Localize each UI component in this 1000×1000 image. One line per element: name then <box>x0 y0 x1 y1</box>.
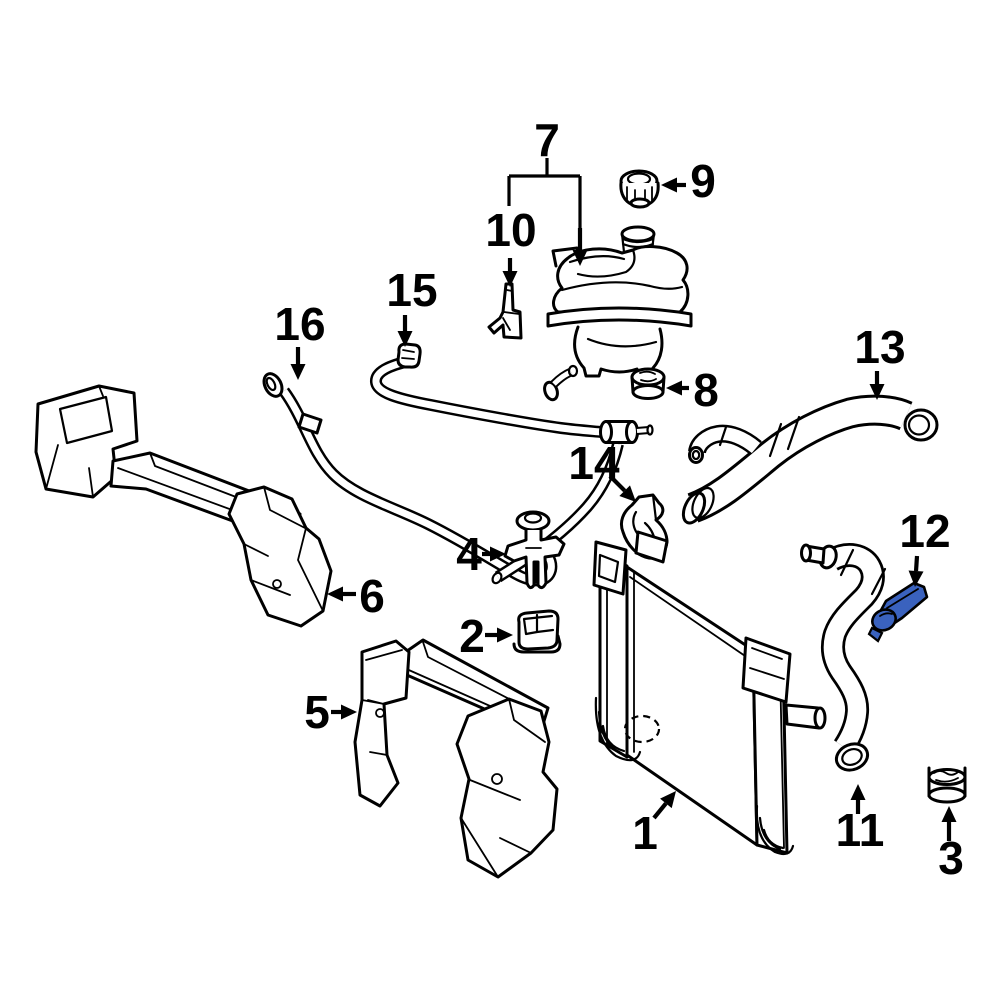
callout-10-arrowhead <box>502 271 518 287</box>
callout-15-arrowhead <box>397 331 413 347</box>
callout-13-upper-hose: 13 <box>854 321 906 400</box>
part-level-sensor <box>487 282 523 340</box>
callout-12-arrowhead <box>908 570 924 587</box>
callout-16-return-hose: 16 <box>274 298 326 380</box>
part-mount-bracket <box>512 609 562 654</box>
part-lower-hose <box>800 543 887 772</box>
callout-6-number: 6 <box>359 570 385 622</box>
callout-14-holder-bracket: 14 <box>568 437 636 502</box>
part-hose-clamp-highlighted <box>867 581 929 643</box>
part-retainer-clip <box>503 510 566 590</box>
part-expansion-tank <box>546 225 693 378</box>
callout-13-number: 13 <box>854 321 905 373</box>
part-upper-hose <box>681 394 939 525</box>
callout-5-number: 5 <box>304 686 330 738</box>
callout-1-radiator: 1 <box>632 791 676 859</box>
callout-2-mount-bracket: 2 <box>459 610 513 662</box>
callout-4-arrowhead <box>490 546 506 562</box>
callout-4-retainer-clip: 4 <box>456 528 506 580</box>
callout-1-number: 1 <box>632 807 658 859</box>
part-sealing-cap <box>927 766 967 804</box>
callout-16-arrowhead <box>290 364 306 380</box>
callout-11-number: 11 <box>836 804 885 856</box>
callout-15-vent-hose: 15 <box>386 264 438 347</box>
callout-7-expansion-tank: 7 <box>507 114 588 266</box>
callout-4-number: 4 <box>456 528 482 580</box>
callout-14-number: 14 <box>568 437 620 489</box>
part-grommet <box>630 367 666 400</box>
callout-13-arrowhead <box>869 384 885 400</box>
callout-3-arrowhead <box>941 806 957 822</box>
callout-7-number: 7 <box>534 114 560 166</box>
callout-7-arrowhead <box>572 250 588 266</box>
callout-8-number: 8 <box>693 364 719 416</box>
callout-12-hose-clamp: 12 <box>899 505 951 587</box>
callout-16-number: 16 <box>274 298 325 350</box>
callout-11-lower-hose: 11 <box>836 784 885 856</box>
callout-11-arrowhead <box>850 784 866 800</box>
part-vent-hose <box>370 342 654 585</box>
callout-3-number: 3 <box>938 832 964 884</box>
callout-10-number: 10 <box>485 204 536 256</box>
callout-6-arrowhead <box>327 586 343 602</box>
callout-12-number: 12 <box>899 505 950 557</box>
callout-10-level-sensor: 10 <box>485 204 537 287</box>
callout-3-sealing-cap: 3 <box>938 806 964 884</box>
callout-8-grommet: 8 <box>666 364 719 416</box>
callout-5-arrowhead <box>341 704 357 720</box>
callout-1-arrow-shaft <box>652 802 668 820</box>
callout-14-arrow-shaft <box>608 474 627 493</box>
callout-9-arrowhead <box>661 177 677 193</box>
callout-12-arrow-shaft <box>913 555 920 572</box>
part-lower-support <box>353 638 559 879</box>
callout-2-arrowhead <box>497 627 513 643</box>
callout-5-lower-support: 5 <box>304 686 357 738</box>
callout-6-upper-baffle: 6 <box>327 570 385 622</box>
part-upper-baffle <box>34 384 333 628</box>
callout-9-reservoir-cap: 9 <box>661 155 716 207</box>
callout-1-arrowhead <box>660 791 676 809</box>
callout-15-number: 15 <box>386 264 437 316</box>
vent-hose-clip <box>396 342 422 369</box>
callout-8-arrowhead <box>666 380 682 396</box>
callout-2-number: 2 <box>459 610 485 662</box>
part-radiator <box>592 530 827 856</box>
callout-14-arrowhead <box>619 485 636 502</box>
part-reservoir-cap <box>619 169 660 209</box>
callout-9-number: 9 <box>690 155 716 207</box>
